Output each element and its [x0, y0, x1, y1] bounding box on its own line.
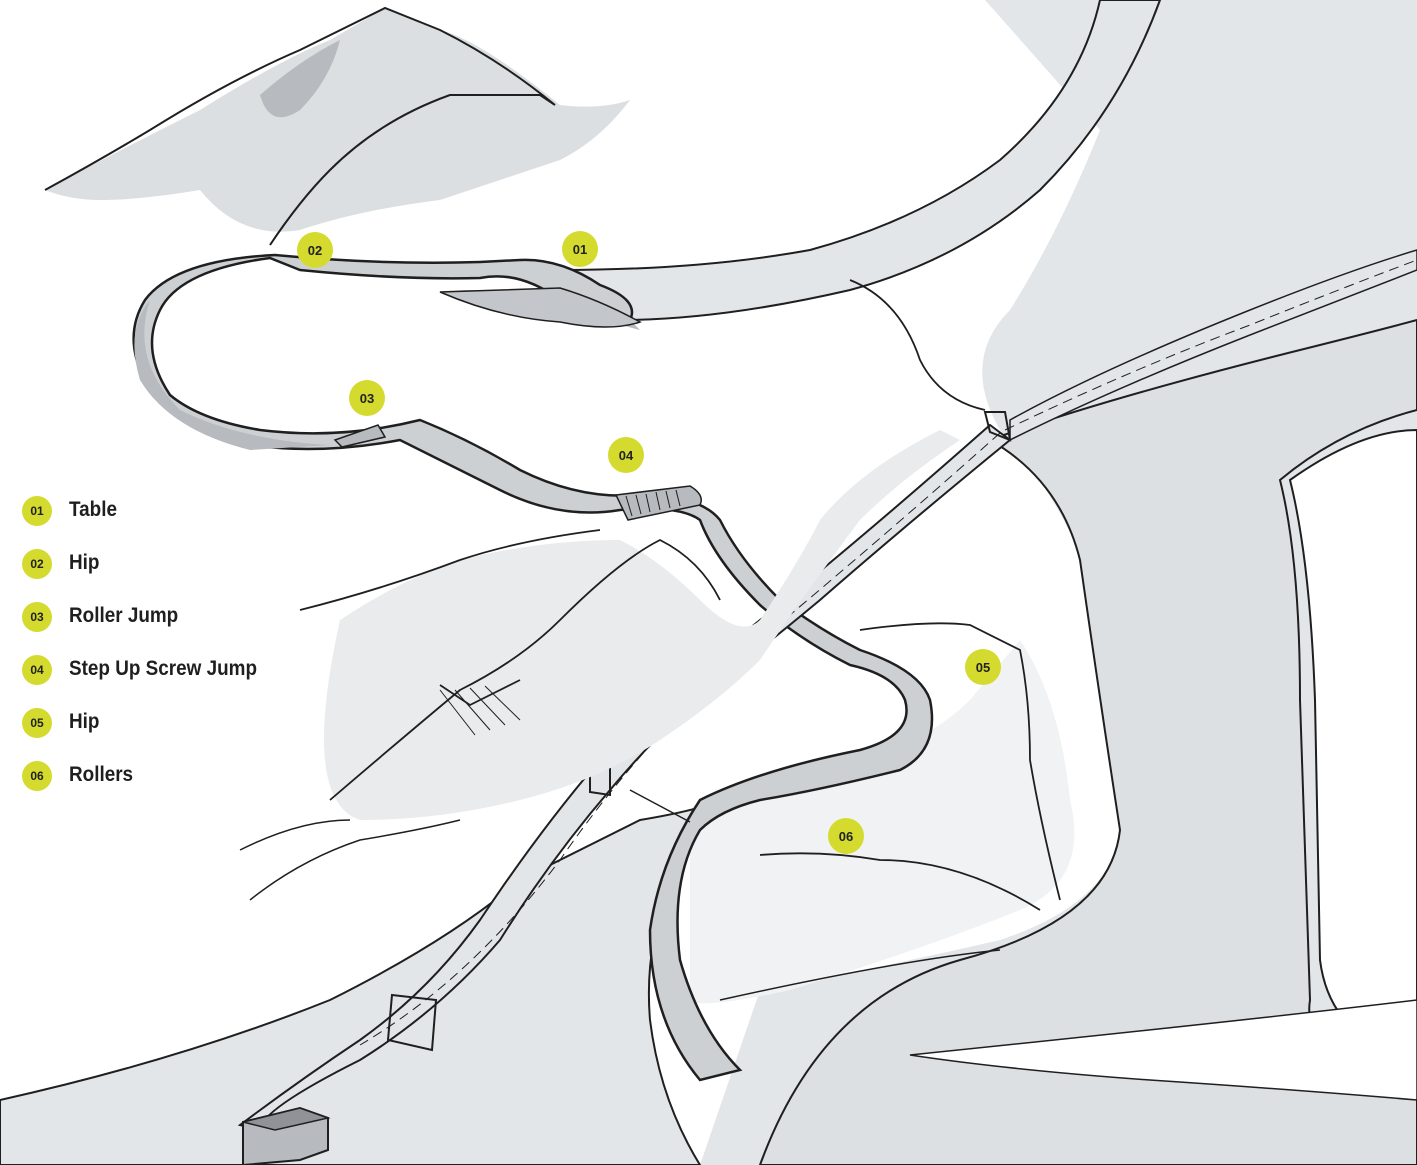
legend-badge: 05: [22, 708, 52, 738]
mountain-peaks-ink: [44, 6, 556, 246]
legend-item: 04 Step Up Screw Jump: [22, 651, 322, 704]
mountain-center-ink: [299, 529, 721, 801]
legend-label: Roller Jump: [69, 604, 179, 627]
mountain-top-left: [45, 8, 630, 232]
marker-01: 01: [562, 231, 598, 267]
gate-top: [983, 411, 1012, 442]
legend-label: Hip: [69, 710, 100, 733]
legend-badge: 03: [22, 602, 52, 632]
middle-slope: [690, 640, 1075, 1004]
legend-badge: 06: [22, 761, 52, 791]
mountain-shadow: [260, 40, 340, 118]
track-main: [132, 253, 934, 1082]
mountain-lower-left-ink: [239, 819, 461, 901]
track-inner-snow: [203, 300, 787, 425]
marker-04: 04: [608, 437, 644, 473]
valley-right-notch: [909, 999, 1417, 1101]
marker-03: 03: [349, 380, 385, 416]
track-upper-dash: [1004, 259, 1417, 431]
legend: 01 Table 02 Hip 03 Roller Jump 04 Step U…: [22, 492, 322, 810]
legend-item: 06 Rollers: [22, 757, 322, 810]
legend-item: 03 Roller Jump: [22, 598, 322, 651]
track-upper-right: [1009, 249, 1417, 442]
start-hut-top: [242, 1107, 331, 1131]
legend-label: Hip: [69, 551, 100, 574]
legend-label: Step Up Screw Jump: [69, 657, 258, 680]
marker-06: 06: [828, 818, 864, 854]
legend-label: Rollers: [69, 763, 134, 786]
legend-badge: 01: [22, 496, 52, 526]
lower-slope: [0, 799, 721, 1165]
ridge-lower: [629, 789, 1001, 1001]
legend-item: 05 Hip: [22, 704, 322, 757]
marker-05: 05: [965, 649, 1001, 685]
legend-badge: 02: [22, 549, 52, 579]
legend-label: Table: [69, 498, 117, 521]
table-block: [439, 287, 642, 328]
legend-badge: 04: [22, 655, 52, 685]
legend-item: 02 Hip: [22, 545, 322, 598]
ridge-right: [759, 279, 1061, 911]
marker-02: 02: [297, 232, 333, 268]
track-shadow-left: [134, 300, 330, 450]
legend-item: 01 Table: [22, 492, 322, 545]
valley-run-upper: [557, 0, 1162, 322]
gate-bottom: [386, 993, 438, 1052]
roller-jump: [333, 424, 387, 448]
